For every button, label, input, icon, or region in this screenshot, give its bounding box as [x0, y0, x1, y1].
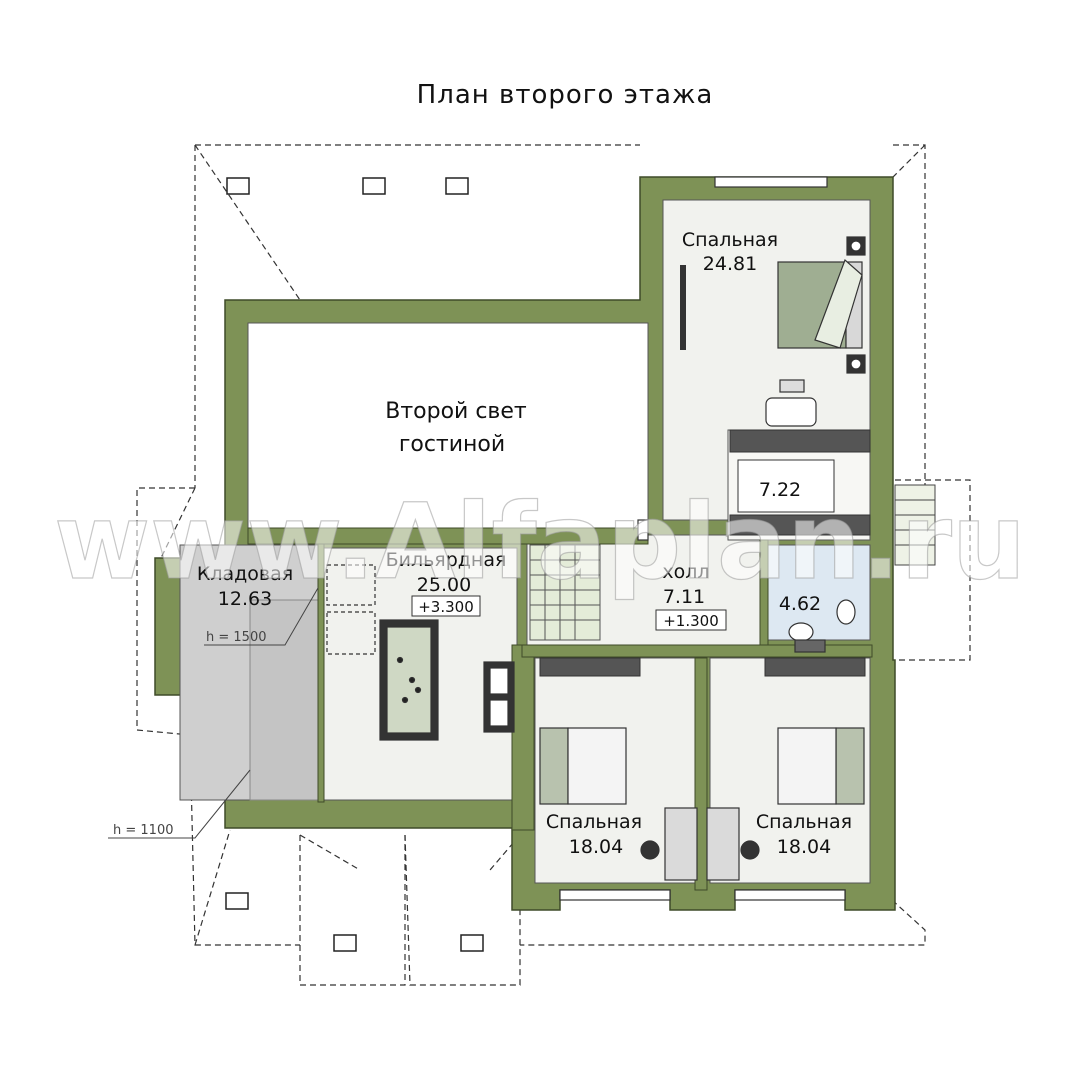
height-label: h = 1500 [206, 630, 266, 645]
room-area: 18.04 [569, 836, 623, 858]
plan-title: План второго этажа [417, 80, 714, 110]
bed-bedroom-3 [777, 727, 865, 805]
room-area: 18.04 [777, 836, 831, 858]
bathroom-floor [767, 544, 871, 641]
room-name: Кладовая [197, 563, 293, 585]
tv-panel [680, 265, 686, 350]
level-box [655, 609, 727, 631]
desks [640, 807, 760, 881]
room-name: Спальная [682, 229, 778, 251]
windows [559, 176, 846, 901]
closets [539, 657, 866, 677]
level-mark: +3.300 [418, 598, 474, 616]
room-name: Спальная [756, 811, 852, 833]
billiard-table [379, 619, 439, 741]
height-label: h = 1100 [113, 823, 173, 838]
inner-walls [247, 527, 873, 891]
watermark: www.Alfaplan.ru [54, 481, 1026, 603]
roof-windows [225, 177, 484, 952]
level-box [411, 595, 481, 617]
wardrobe [729, 429, 871, 536]
height-leaders [108, 587, 319, 839]
armchair [765, 379, 817, 427]
room-labels: Спальная 24.81 Второй свет гостиной Биль… [197, 229, 852, 858]
room-name: гостиной [399, 432, 505, 457]
room-name: Второй свет [385, 399, 527, 424]
roof-outline [136, 144, 971, 986]
storage-low-area [249, 599, 319, 801]
room-area: 24.81 [703, 253, 757, 275]
room-area: 25.00 [417, 574, 471, 596]
room-name: Бильярдная [386, 549, 507, 571]
room-name: Спальная [546, 811, 642, 833]
billiard-seating [326, 564, 515, 733]
bathroom-fixtures [788, 599, 856, 653]
room-name: холл [662, 561, 709, 583]
staircase [529, 544, 601, 641]
exterior-stairs [894, 484, 936, 566]
bed-master [777, 236, 866, 374]
room-area: 4.62 [779, 593, 821, 615]
bed-bedroom-2 [539, 727, 627, 805]
second-light-area [247, 322, 649, 529]
room-area: 7.22 [759, 479, 801, 501]
room-area: 12.63 [218, 588, 272, 610]
level-mark: +1.300 [663, 612, 719, 630]
room-area: 7.11 [663, 586, 705, 608]
